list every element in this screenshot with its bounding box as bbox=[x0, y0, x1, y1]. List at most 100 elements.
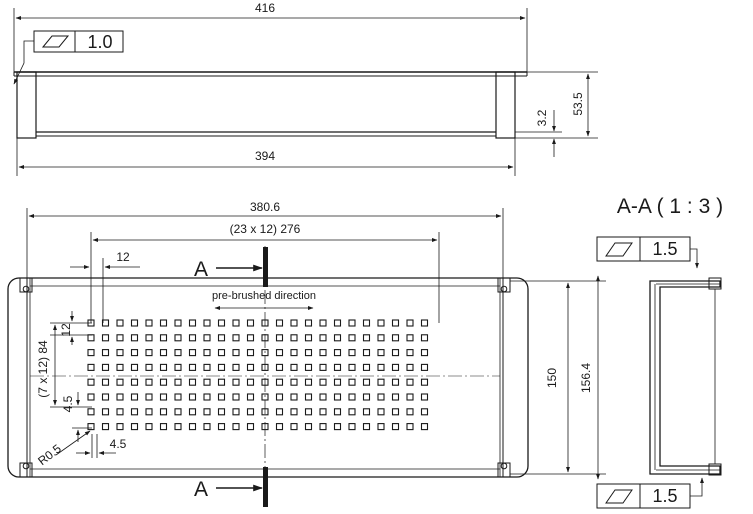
perforation-hole bbox=[362, 423, 371, 431]
perforation-hole bbox=[362, 363, 371, 371]
perforation-hole bbox=[304, 363, 313, 371]
perforation-hole bbox=[406, 393, 414, 401]
perforation-hole bbox=[101, 319, 110, 327]
perforation-hole bbox=[377, 319, 385, 327]
perforation-hole bbox=[333, 363, 342, 371]
tolerance-frame-bottom: 1.5 bbox=[596, 477, 704, 509]
perforation-hole bbox=[159, 349, 168, 357]
perforation-hole bbox=[304, 334, 313, 342]
perforation-hole bbox=[145, 378, 153, 386]
perforation-hole bbox=[188, 378, 197, 386]
perforation-hole bbox=[304, 408, 313, 416]
dim-height-total: 53.5 bbox=[571, 92, 585, 116]
perforation-hole bbox=[348, 378, 356, 386]
perforation-hole bbox=[391, 319, 400, 327]
perforation-hole bbox=[188, 334, 197, 342]
section-view: A-A ( 1 : 3 ) 1.5 1.5 bbox=[596, 195, 723, 509]
perforation-hole bbox=[203, 363, 211, 371]
perforation-hole bbox=[391, 408, 400, 416]
perforation-hole bbox=[174, 319, 182, 327]
perforation-hole bbox=[319, 334, 327, 342]
perforation-hole bbox=[275, 393, 284, 401]
perforation-hole bbox=[217, 408, 226, 416]
perforation-hole bbox=[116, 378, 124, 386]
tolerance-frame-top: 1.5 bbox=[596, 236, 699, 269]
perforation-hole bbox=[290, 378, 298, 386]
perforation-hole bbox=[232, 393, 240, 401]
perforation-hole bbox=[116, 408, 124, 416]
perforation-hole bbox=[145, 319, 153, 327]
perforation-hole bbox=[130, 349, 139, 357]
perforation-hole bbox=[217, 334, 226, 342]
flatness-value: 1.0 bbox=[87, 32, 112, 52]
perforation-hole bbox=[348, 393, 356, 401]
perforation-hole bbox=[159, 363, 168, 371]
perforation-hole bbox=[130, 408, 139, 416]
dim-height-inner: 150 bbox=[545, 368, 559, 388]
perforation-hole bbox=[188, 349, 197, 357]
perforation-hole bbox=[101, 423, 110, 431]
screw-hole-icon bbox=[22, 285, 30, 293]
perforation-hole bbox=[377, 334, 385, 342]
perforation-hole bbox=[87, 378, 95, 386]
perforation-hole bbox=[246, 349, 255, 357]
perforation-hole bbox=[217, 319, 226, 327]
perforation-hole bbox=[333, 423, 342, 431]
perforation-hole bbox=[406, 408, 414, 416]
perforation-hole bbox=[116, 319, 124, 327]
perforation-hole bbox=[362, 319, 371, 327]
perforation-hole bbox=[217, 393, 226, 401]
screw-hole-icon bbox=[500, 285, 508, 293]
front-view: 380.6 (23 x 12) 276 12 bbox=[7, 200, 606, 507]
corner-tab bbox=[497, 462, 511, 478]
perforation-hole bbox=[203, 408, 211, 416]
perforation-hole bbox=[159, 334, 168, 342]
perforation-hole bbox=[101, 378, 110, 386]
perforation-hole bbox=[246, 363, 255, 371]
perforation-hole bbox=[406, 349, 414, 357]
section-profile bbox=[649, 277, 722, 476]
perforation-hole bbox=[188, 408, 197, 416]
perforation-hole bbox=[246, 378, 255, 386]
perforation-hole bbox=[261, 349, 269, 357]
perforation-hole bbox=[101, 349, 110, 357]
perforation-hole bbox=[232, 423, 240, 431]
perforation-hole bbox=[217, 349, 226, 357]
dim-corner-radius: R0.5 bbox=[35, 441, 64, 468]
perforation-hole bbox=[101, 363, 110, 371]
perforation-hole bbox=[145, 423, 153, 431]
perforation-hole bbox=[319, 349, 327, 357]
perforation-hole bbox=[275, 334, 284, 342]
perforation-hole bbox=[116, 393, 124, 401]
perforation-hole bbox=[145, 408, 153, 416]
perforation-hole bbox=[130, 423, 139, 431]
perforation-hole bbox=[188, 393, 197, 401]
perforation-hole bbox=[377, 408, 385, 416]
tolerance-value-top: 1.5 bbox=[652, 239, 677, 259]
perforation-hole bbox=[246, 319, 255, 327]
perforation-hole bbox=[203, 349, 211, 357]
perforation-hole bbox=[87, 334, 95, 342]
perforation-hole bbox=[203, 378, 211, 386]
perforation-hole bbox=[203, 393, 211, 401]
perforation-hole bbox=[203, 423, 211, 431]
perforation-hole bbox=[174, 423, 182, 431]
perforation-hole bbox=[159, 378, 168, 386]
section-cut-mark bbox=[263, 247, 268, 287]
perforation-hole bbox=[188, 423, 197, 431]
perforation-hole bbox=[174, 378, 182, 386]
perforation-hole bbox=[246, 408, 255, 416]
perforation-hole bbox=[174, 363, 182, 371]
perforation-hole bbox=[420, 408, 429, 416]
perforation-hole bbox=[217, 423, 226, 431]
tolerance-value-bottom: 1.5 bbox=[652, 486, 677, 506]
perforation-hole bbox=[174, 408, 182, 416]
dim-width-overall: 416 bbox=[255, 1, 275, 15]
section-label-bottom: A bbox=[194, 478, 208, 501]
corner-tab bbox=[497, 277, 511, 293]
perforation-hole bbox=[145, 393, 153, 401]
perforation-hole bbox=[232, 319, 240, 327]
perforation-hole bbox=[377, 423, 385, 431]
perforation-hole bbox=[130, 393, 139, 401]
perforation-hole bbox=[406, 363, 414, 371]
